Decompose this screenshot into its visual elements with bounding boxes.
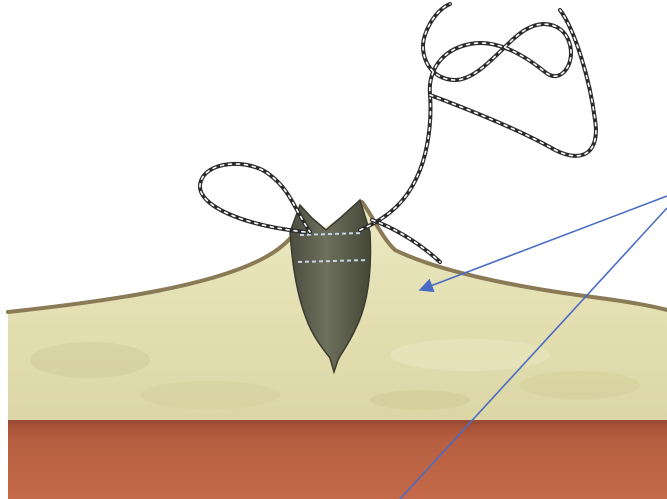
annotation-arrow-tissue bbox=[420, 196, 667, 290]
muscle-layer bbox=[8, 420, 667, 499]
suture-thread bbox=[200, 4, 596, 262]
